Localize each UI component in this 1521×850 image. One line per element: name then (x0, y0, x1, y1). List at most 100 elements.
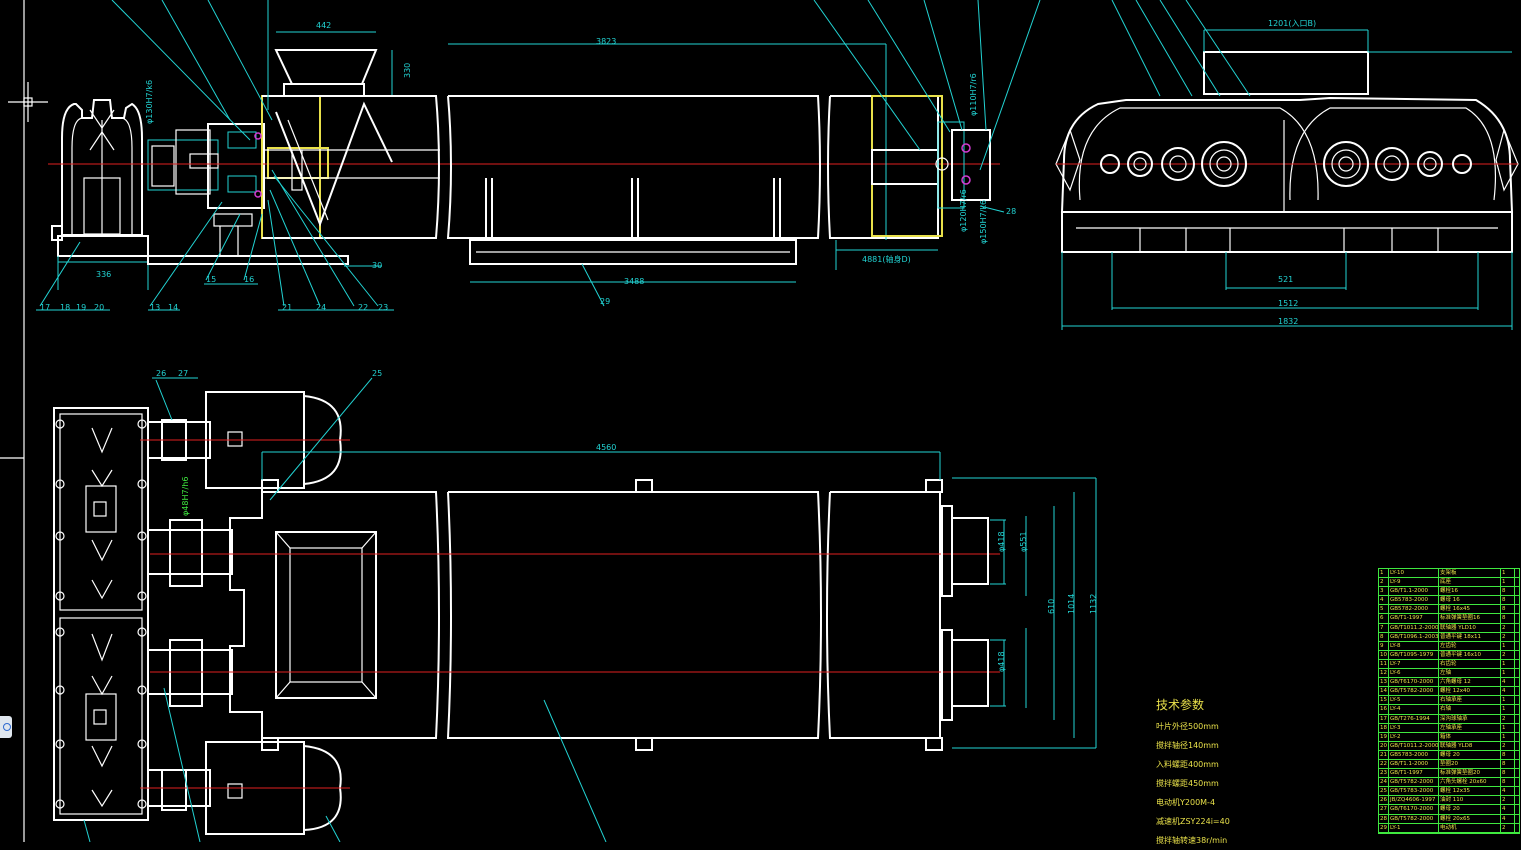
tech-params-title: 技术参数 (1156, 698, 1205, 712)
parts-cell-code: LY-10 (1389, 569, 1439, 578)
parts-cell-q: 4 (1501, 805, 1515, 814)
parts-cell-n: 13 (1380, 678, 1389, 687)
parts-cell-q: 8 (1501, 587, 1515, 596)
parts-cell-code: GB/T5783-2000 (1389, 787, 1439, 796)
svg-text:23: 23 (378, 303, 388, 312)
parts-cell-code: GB/T1011.2-2000 (1390, 741, 1439, 750)
parts-cell-code: GB/T6170-2000 (1389, 805, 1439, 814)
side-dim-521: 521 (1278, 275, 1293, 284)
tech-param-line: 搅拌螺距450mm (1156, 779, 1219, 788)
parts-cell-q: 1 (1501, 669, 1515, 678)
side-view: 1201(入口B) 521 (1055, 0, 1519, 330)
tech-param-line: 搅拌轴径140mm (1156, 741, 1219, 750)
parts-cell-code: GB5783-2000 (1389, 596, 1439, 605)
parts-cell-q: 1 (1501, 659, 1515, 669)
plan-callout-26: 26 (156, 369, 166, 378)
plan-overall-length: 4560 (596, 443, 616, 452)
parts-cell-q: 1 (1501, 732, 1515, 741)
parts-cell-name: 支架板 (1439, 569, 1501, 578)
parts-cell-n: 5 (1379, 605, 1389, 614)
side-dim-1512: 1512 (1278, 299, 1298, 308)
dim-shaft-length: 3823 (596, 37, 616, 46)
parts-cell-q: 2 (1501, 632, 1515, 641)
parts-cell-n: 24 (1380, 778, 1389, 787)
plan-dim-610: 610 (1047, 599, 1056, 614)
parts-cell-code: LY-7 (1389, 659, 1439, 669)
parts-cell-name: 垫圈20 (1439, 759, 1501, 769)
svg-text:17: 17 (40, 303, 50, 312)
dim-base-length: 3488 (624, 277, 644, 286)
parts-cell-name: 深沟球轴承 (1439, 714, 1501, 723)
parts-cell-name: 螺栓 20x65 (1439, 814, 1501, 823)
fit-right-top: φ110H7/r6 (969, 73, 978, 116)
tech-param-line: 叶片外径500mm (1156, 722, 1219, 731)
parts-cell-n: 1 (1379, 569, 1389, 578)
fit-plan-label: φ48H7/h6 (181, 477, 190, 516)
parts-cell-q: 8 (1501, 778, 1515, 787)
parts-cell-code: GB/T1.1-2000 (1389, 759, 1439, 769)
tech-param-line: 入料螺距400mm (1156, 760, 1219, 769)
parts-cell-code: GB/T5782-2000 (1389, 687, 1439, 696)
parts-cell-q: 2 (1501, 823, 1515, 832)
svg-text:29: 29 (600, 297, 610, 306)
parts-cell-code: LY-9 (1389, 578, 1439, 587)
svg-text:20: 20 (94, 303, 104, 312)
parts-cell-code: GB5782-2000 (1389, 605, 1439, 614)
parts-cell-n: 7 (1379, 623, 1389, 632)
parts-cell-q: 1 (1501, 696, 1515, 705)
parts-cell-n: 21 (1380, 750, 1389, 759)
parts-cell-code: GB/T1095-1979 (1389, 650, 1439, 659)
parts-cell-q: 1 (1501, 578, 1515, 587)
parts-cell-name: 螺栓 12x35 (1439, 787, 1501, 796)
parts-cell-name: 左齿轮 (1439, 641, 1501, 650)
parts-cell-q: 8 (1501, 759, 1515, 769)
parts-cell-q: 4 (1501, 787, 1515, 796)
parts-cell-n: 23 (1380, 769, 1389, 778)
plan-dim-418-b: φ418 (997, 651, 1006, 672)
parts-cell-q: 1 (1501, 569, 1515, 578)
side-panel-tab-icon[interactable] (0, 716, 12, 738)
parts-cell-name: 箱体 (1439, 732, 1501, 741)
parts-cell-name: 螺母 20 (1439, 805, 1501, 814)
parts-cell-name: 六角头螺栓 20x60 (1439, 778, 1501, 787)
parts-cell-q: 8 (1501, 769, 1515, 778)
parts-cell-q: 2 (1501, 741, 1515, 750)
parts-cell-n: 22 (1380, 759, 1389, 769)
parts-cell-q: 4 (1501, 678, 1515, 687)
parts-cell-code: GB/T1-1997 (1389, 769, 1439, 778)
parts-cell-code: LY-6 (1389, 669, 1439, 678)
parts-cell-name: 螺栓16 (1439, 587, 1501, 596)
parts-cell-code: GB/T5782-2000 (1389, 814, 1439, 823)
parts-cell-name: 螺母 16 (1439, 596, 1501, 605)
parts-cell-n: 17 (1380, 714, 1389, 723)
parts-cell-n: 20 (1380, 741, 1389, 750)
parts-cell-code: GB5783-2000 (1389, 750, 1439, 759)
parts-cell-code: LY-5 (1389, 696, 1439, 705)
parts-cell-q: 2 (1501, 650, 1515, 659)
svg-text:21: 21 (282, 303, 292, 312)
parts-cell-q: 1 (1501, 705, 1515, 714)
dim-inlet-width: 442 (316, 21, 331, 30)
parts-cell-name: 螺栓 16x45 (1439, 605, 1501, 614)
svg-text:24: 24 (316, 303, 326, 312)
parts-cell-q: 4 (1501, 814, 1515, 823)
parts-cell-name: 左轴 (1439, 669, 1501, 678)
parts-cell-n: 10 (1380, 650, 1389, 659)
parts-cell-name: 底座 (1439, 578, 1501, 587)
parts-cell-code: LY-2 (1389, 732, 1439, 741)
parts-cell-name: 联轴器 YLD10 (1439, 623, 1501, 632)
